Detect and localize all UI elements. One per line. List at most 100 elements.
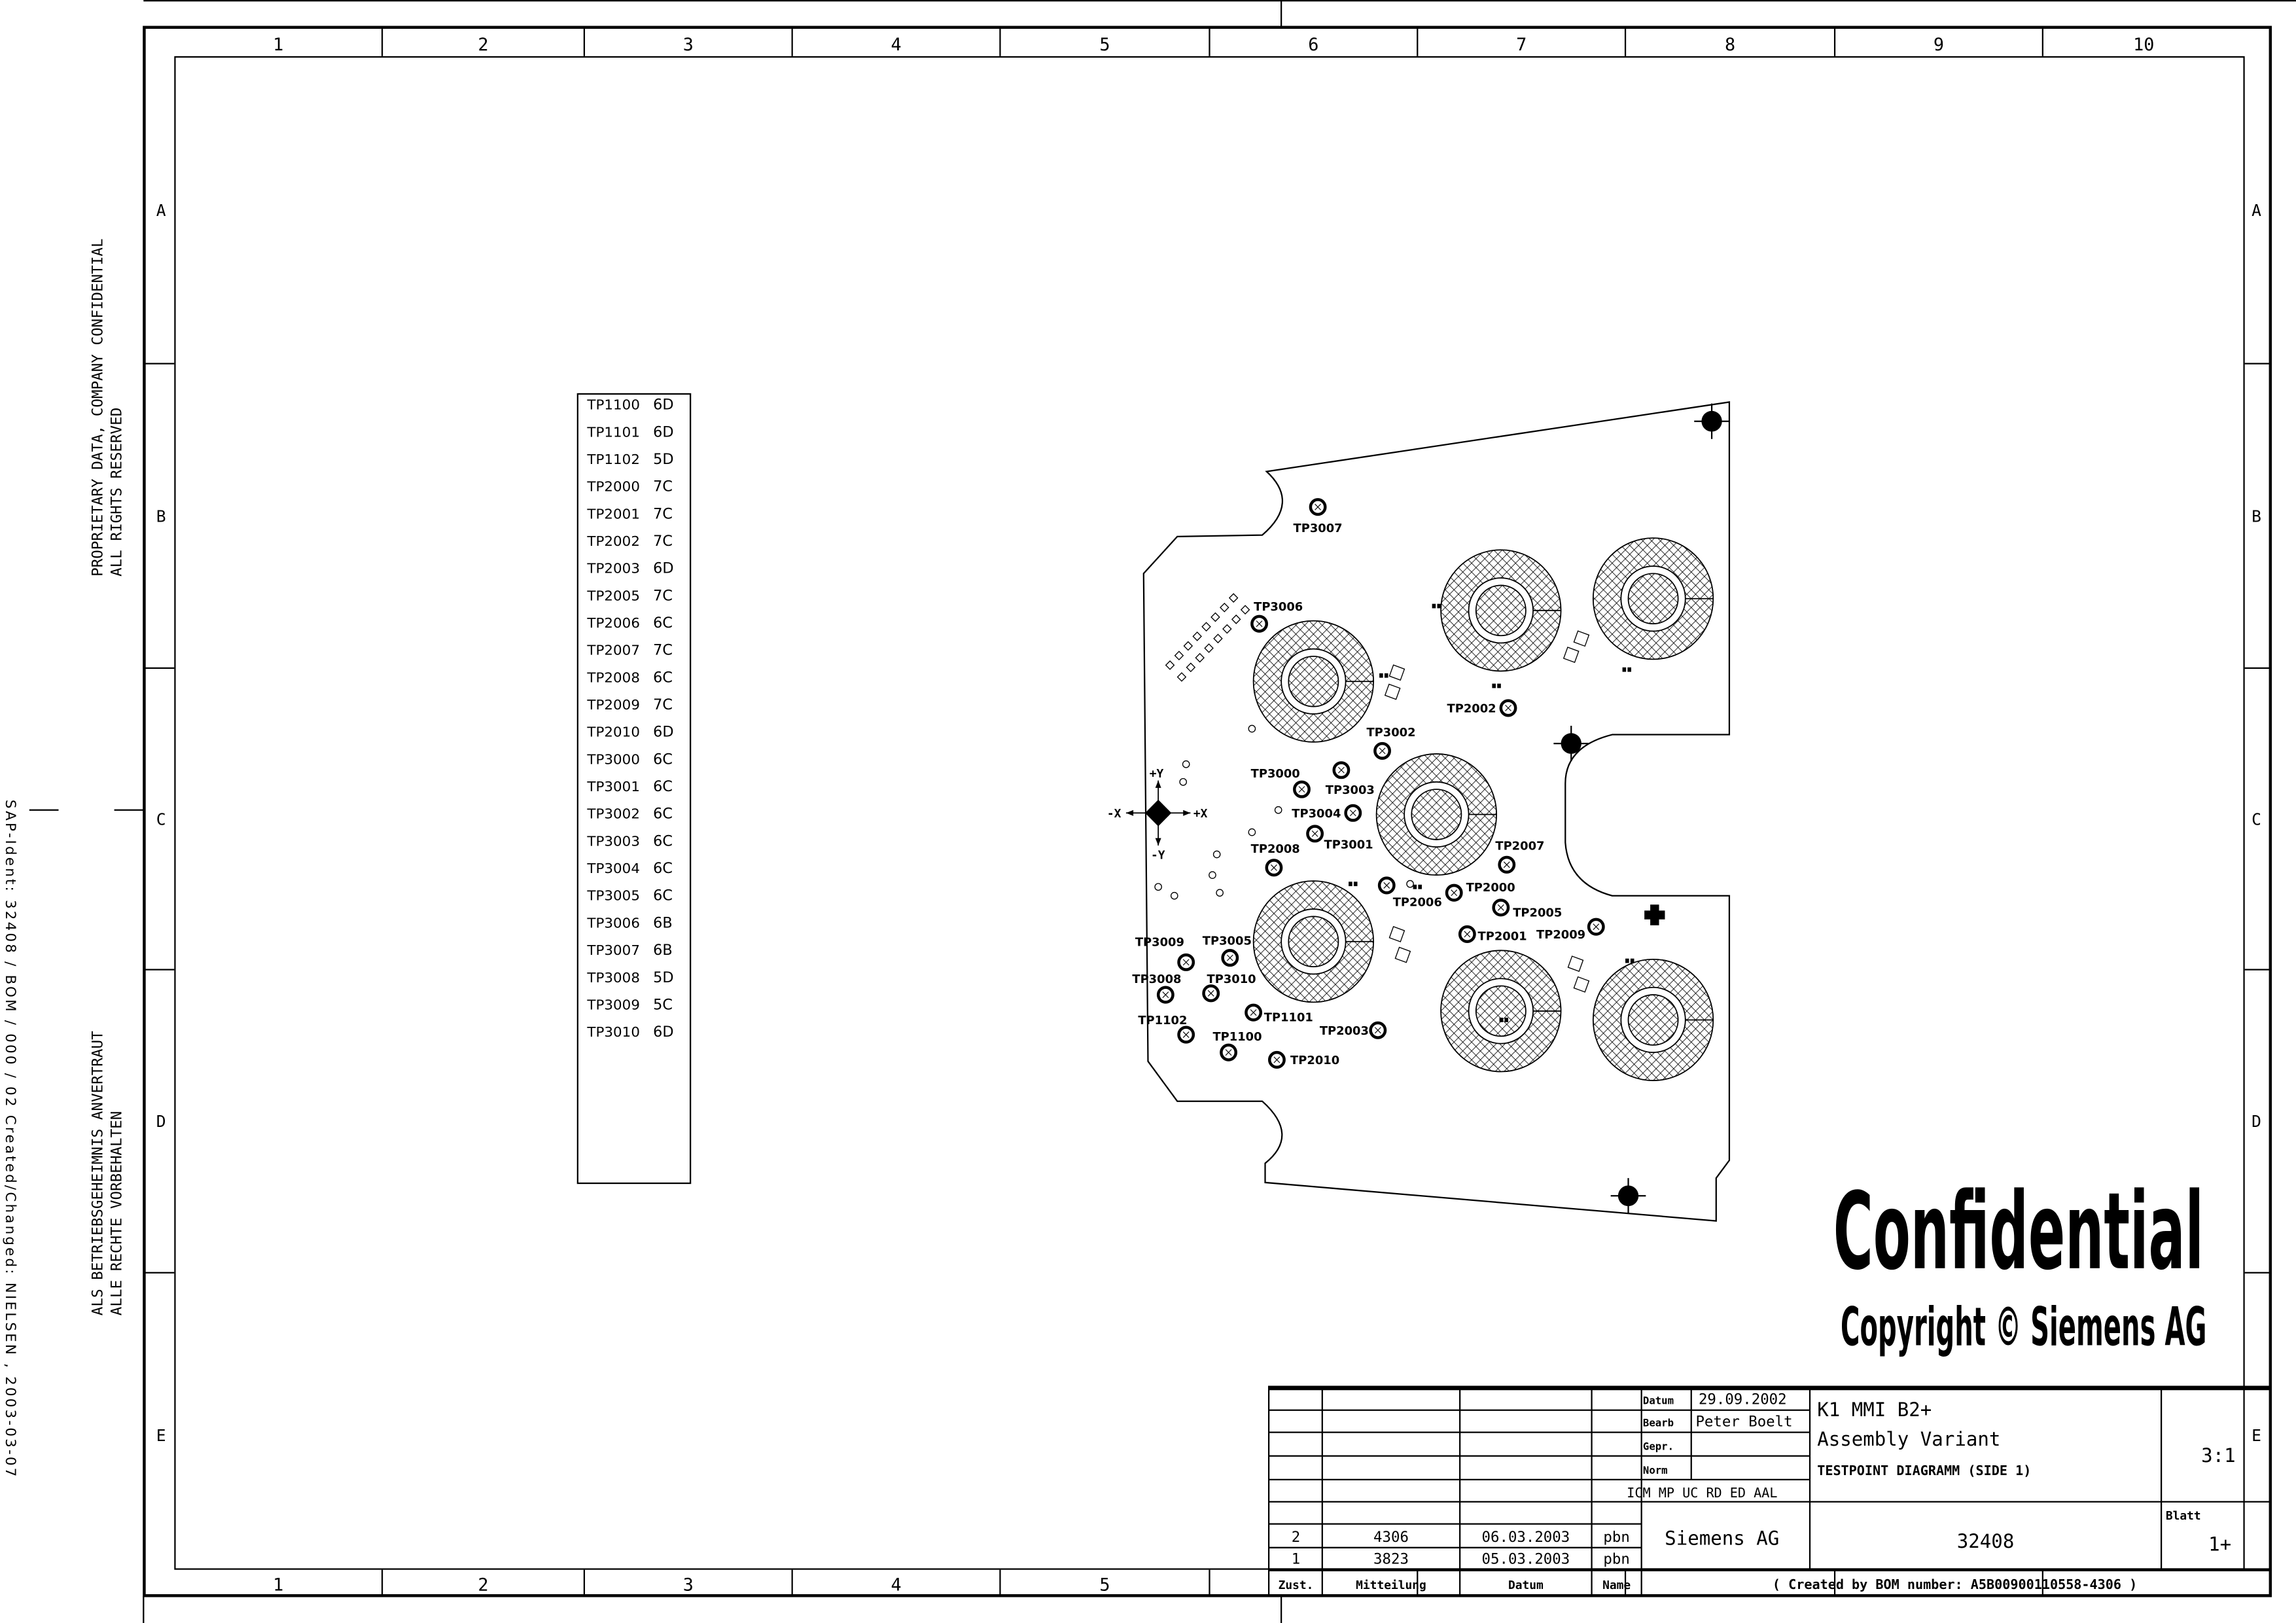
testpoint-mark: [1383, 882, 1390, 889]
smd-pad: [1195, 652, 1205, 663]
testpoint: TP3006: [1250, 600, 1303, 633]
contact-center: [1288, 916, 1339, 968]
testpoint-mark: [1497, 904, 1504, 911]
smd-pad: [1228, 593, 1239, 603]
testpoint-label: TP3008: [1132, 972, 1181, 986]
testpoint-name: TP3004: [586, 861, 640, 876]
dept-codes: ICM MP UC RD ED AAL: [1627, 1485, 1777, 1501]
testpoint: TP1101: [1245, 1003, 1313, 1025]
testpoint: TP2006: [1377, 876, 1442, 910]
testpoint: TP2000: [1445, 881, 1515, 902]
testpoint-name: TP3005: [586, 888, 640, 904]
rev-datum: 06.03.2003: [1482, 1529, 1570, 1546]
smd-pad: [1186, 662, 1196, 673]
smd-pad: [1165, 660, 1175, 670]
rev-name: pbn: [1603, 1551, 1629, 1568]
column-label: 2: [478, 1575, 488, 1595]
testpoint-label: TP3000: [1251, 767, 1300, 781]
keypad-contact: [1375, 753, 1498, 876]
keypad-contact: [1252, 620, 1375, 743]
testpoint-mark: [1256, 620, 1263, 628]
rev-mitteilung: 4306: [1373, 1529, 1409, 1546]
testpoint: TP3001: [1306, 825, 1373, 851]
testpoint-mark: [1273, 1056, 1280, 1063]
testpoint-mark: [1182, 959, 1190, 966]
smd-pad: [1349, 882, 1352, 887]
contact-center: [1475, 985, 1527, 1037]
testpoint: TP2002: [1447, 699, 1517, 717]
testpoint-grid: 7C: [653, 505, 673, 522]
axis-plus-x: +X: [1193, 807, 1208, 821]
testpoint: TP3002: [1366, 726, 1416, 760]
axis-minus-x: -X: [1107, 807, 1122, 821]
via: [1170, 891, 1178, 900]
column-label: 3: [683, 35, 694, 55]
testpoint-grid: 6D: [653, 560, 673, 577]
table-row: TP3010 6D: [586, 1024, 673, 1041]
testpoint-label: TP2006: [1393, 895, 1442, 909]
testpoint-mark: [1162, 991, 1169, 998]
smd-component: [1388, 926, 1405, 942]
testpoint-grid: 6D: [653, 423, 673, 440]
via: [1182, 760, 1190, 768]
keypad-contact: [1440, 549, 1562, 672]
row-label: D: [156, 1112, 166, 1131]
smd-pad: [1174, 651, 1184, 661]
via: [1216, 889, 1224, 897]
title-line-2: Assembly Variant: [1817, 1428, 2000, 1450]
testpoint: TP3008: [1132, 972, 1181, 1004]
smd-pad: [1418, 884, 1422, 889]
german-note-1: ALS BETRIEBSGEHEIMNIS ANVERTRAUT: [90, 1031, 107, 1315]
smd-pad: [1413, 884, 1417, 889]
testpoint-grid: 6D: [653, 1024, 673, 1041]
testpoint: TP3007: [1294, 498, 1343, 535]
column-label: 4: [891, 35, 901, 55]
smd-pad: [1353, 882, 1358, 887]
testpoint-name: TP3010: [586, 1024, 640, 1040]
smd-component: [1573, 630, 1590, 647]
testpoint-name: TP2002: [586, 533, 640, 549]
via: [1248, 828, 1256, 836]
testpoint-label: TP2008: [1251, 842, 1300, 856]
testpoint-label: TP1102: [1138, 1014, 1187, 1027]
testpoint-name: TP3001: [586, 779, 640, 794]
copyright-notice: Copyright © Siemens AG: [1841, 1296, 2206, 1358]
testpoint: TP3003: [1326, 761, 1375, 797]
testpoint-name: TP2000: [586, 479, 640, 495]
testpoint-mark: [1226, 954, 1233, 961]
mounting-hole: [1694, 403, 1729, 439]
column-label: 9: [1934, 35, 1944, 55]
testpoint-mark: [1225, 1049, 1232, 1056]
testpoint-name: TP3007: [586, 942, 640, 958]
proprietary-note-1: PROPRIETARY DATA, COMPANY CONFIDENTIAL: [90, 238, 107, 576]
keypad-contact: [1592, 537, 1714, 660]
column-label: 10: [2133, 35, 2154, 55]
testpoint-mark: [1505, 704, 1511, 711]
revision-row: 1 3823 05.03.2003 pbn: [1292, 1551, 1630, 1568]
column-label: 6: [1308, 35, 1318, 55]
column-label: 5: [1099, 1575, 1110, 1595]
column-label: 2: [478, 35, 488, 55]
german-note-2: ALLE RECHTE VORBEHALTEN: [109, 1111, 126, 1316]
datum-value: 29.09.2002: [1699, 1391, 1787, 1408]
row-label: E: [2252, 1426, 2261, 1445]
testpoint-label: TP3003: [1326, 783, 1375, 797]
trim-lines: [29, 0, 2296, 1623]
testpoint-grid: 6C: [653, 669, 673, 686]
company-name: Siemens AG: [1665, 1527, 1779, 1549]
testpoint-grid: 7C: [653, 642, 673, 659]
testpoint: TP3010: [1202, 972, 1256, 1003]
via: [1209, 871, 1216, 879]
testpoint-label: TP3007: [1294, 522, 1343, 535]
testpoint-label: TP2003: [1320, 1024, 1369, 1038]
via: [1248, 724, 1256, 733]
smd-pad: [1192, 632, 1202, 641]
proprietary-note-2: ALL RIGHTS RESERVED: [109, 408, 126, 577]
testpoint-mark: [1338, 766, 1345, 774]
testpoint-label: TP3001: [1324, 838, 1373, 851]
mounting-hole: [1610, 1178, 1646, 1214]
